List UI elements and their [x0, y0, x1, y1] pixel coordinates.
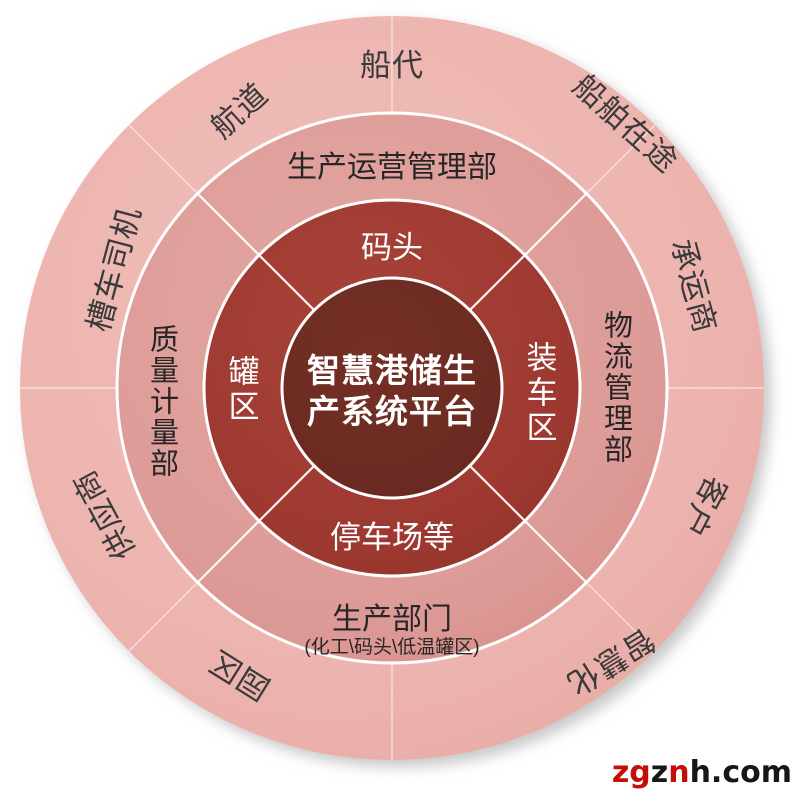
watermark: zgznh.com [612, 755, 792, 790]
outer-ring-dividers [20, 16, 764, 760]
watermark-part3: n [668, 755, 690, 790]
watermark-part4: h.com [689, 755, 792, 790]
watermark-part2: z [650, 755, 669, 790]
core-disc [280, 276, 504, 500]
watermark-part1: zg [611, 755, 651, 790]
ring-dividers [196, 192, 588, 584]
